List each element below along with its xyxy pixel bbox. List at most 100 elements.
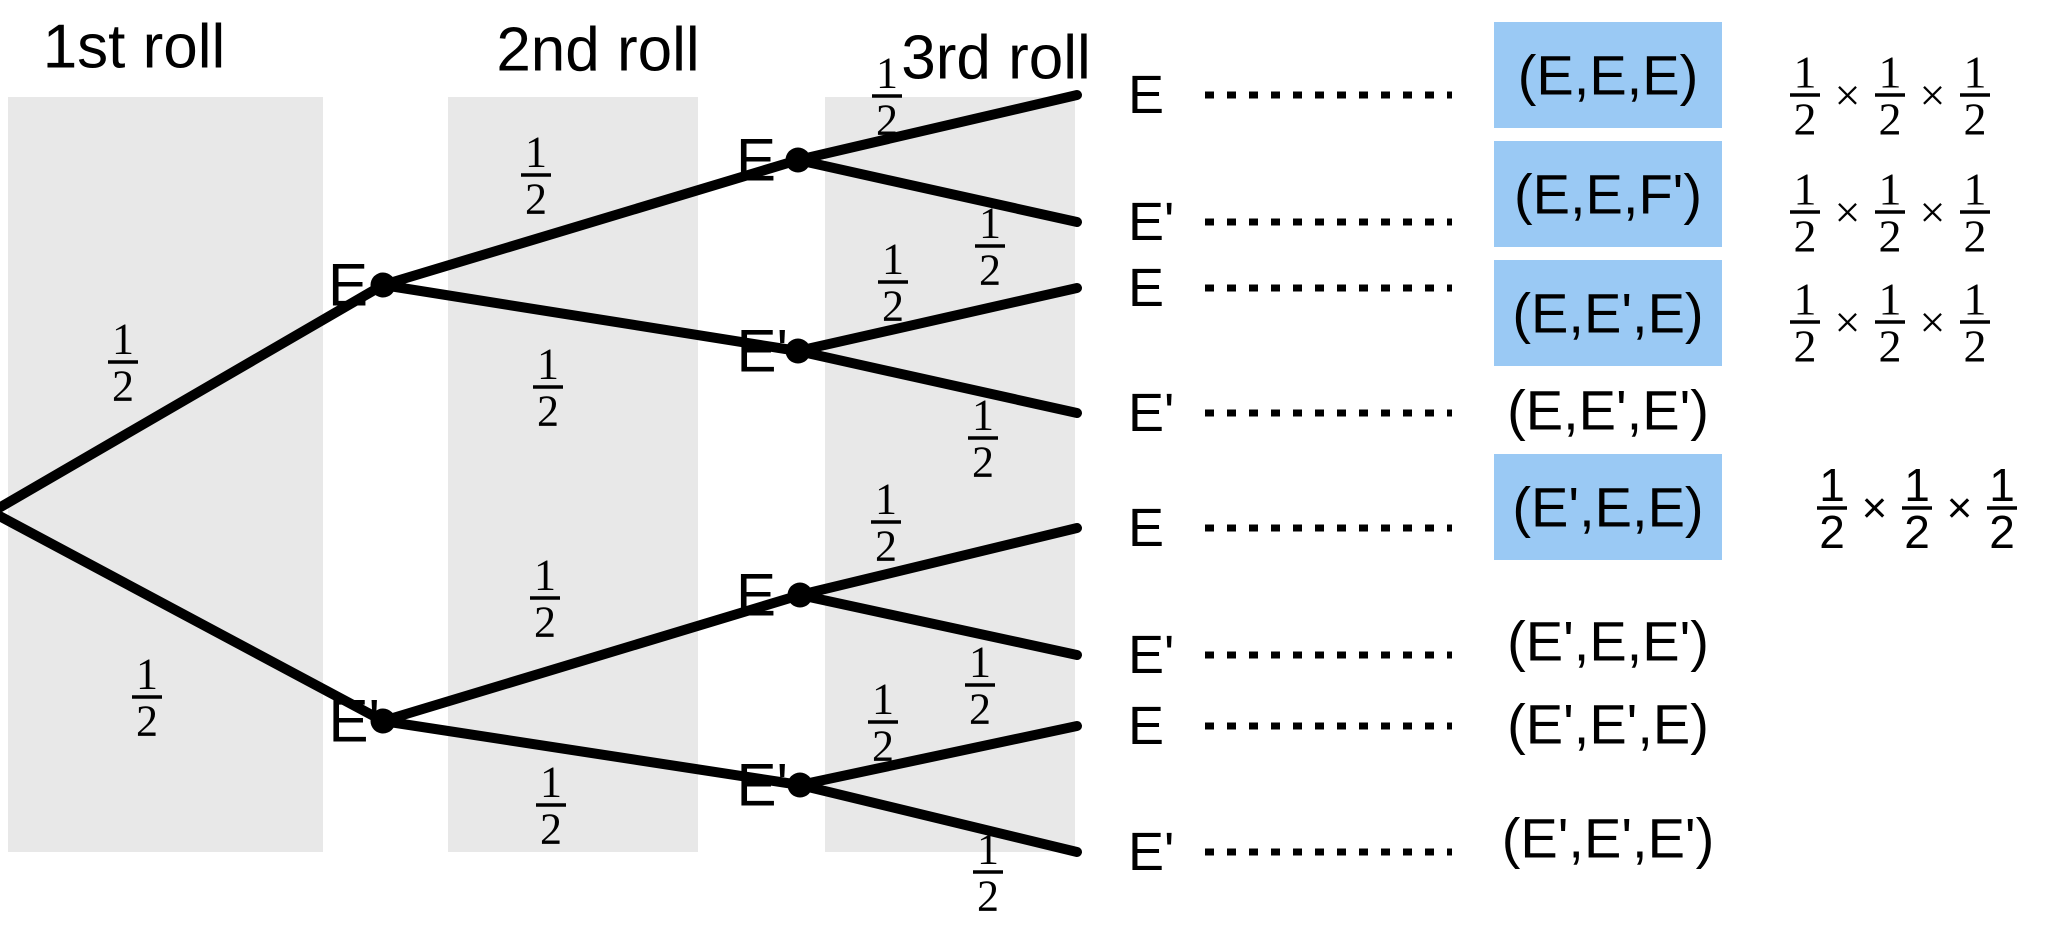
fraction-denominator: 2 xyxy=(969,685,991,734)
fraction-denominator: 2 xyxy=(1879,321,1902,372)
node-label-second-E: E xyxy=(736,562,776,629)
outcome-tuple: (E,E,F') xyxy=(1514,163,1702,226)
branch-probability-label: 12 xyxy=(108,315,138,411)
roll-column-bands xyxy=(8,97,1075,852)
fraction-denominator: 2 xyxy=(1964,94,1987,145)
fraction-denominator: 2 xyxy=(537,387,559,436)
branch-probability-label: 12 xyxy=(132,650,162,746)
fraction-denominator: 2 xyxy=(882,282,904,331)
fraction-denominator: 2 xyxy=(136,697,158,746)
fraction-denominator: 2 xyxy=(1794,94,1817,145)
fraction-numerator: 1 xyxy=(112,315,134,364)
fraction-denominator: 2 xyxy=(112,362,134,411)
fraction-denominator: 2 xyxy=(1879,94,1902,145)
header-2nd-roll: 2nd roll xyxy=(496,16,699,85)
branch-probability-label: 12 xyxy=(536,758,566,854)
multiplication-sign: × xyxy=(1920,70,1946,121)
tree-edge xyxy=(793,90,1082,165)
fraction-denominator: 2 xyxy=(1794,321,1817,372)
tree-edge xyxy=(378,590,805,726)
tree-edge xyxy=(378,155,803,290)
leaf-outcome-letter: E' xyxy=(1128,383,1174,443)
fraction-denominator: 2 xyxy=(872,722,894,771)
node-label-second-E: E xyxy=(736,127,776,194)
fraction-numerator: 1 xyxy=(1964,274,1987,325)
fraction-numerator: 1 xyxy=(969,638,991,687)
one-half-fraction: 12 xyxy=(1902,459,1932,558)
tree-node-dot xyxy=(785,147,811,173)
fraction-numerator: 1 xyxy=(1964,47,1987,98)
fraction-numerator: 1 xyxy=(1879,164,1902,215)
one-half-fraction: 12 xyxy=(1875,47,1905,145)
node-label-first-E: E xyxy=(328,252,368,319)
outcome-tuple: (E,E',E) xyxy=(1512,282,1703,345)
leaf-outcome-letter: E' xyxy=(1128,192,1174,252)
fraction-denominator: 2 xyxy=(875,522,897,571)
leaf-outcome-letter: E' xyxy=(1128,822,1174,882)
fraction-denominator: 2 xyxy=(979,246,1001,295)
roll-band-3 xyxy=(825,97,1075,852)
fraction-numerator: 1 xyxy=(872,675,894,724)
fraction-denominator: 2 xyxy=(1879,211,1902,262)
highlight-box xyxy=(1494,260,1722,366)
fraction-denominator: 2 xyxy=(534,598,556,647)
fraction-numerator: 1 xyxy=(1879,274,1902,325)
tree-edge xyxy=(378,716,805,790)
fraction-denominator: 2 xyxy=(1819,506,1845,558)
tree-node-dot xyxy=(370,708,396,734)
fraction-numerator: 1 xyxy=(1794,47,1817,98)
one-half-fraction: 12 xyxy=(1960,164,1990,262)
node-label-second-Eprime: E' xyxy=(737,752,788,819)
fraction-numerator: 1 xyxy=(979,199,1001,248)
leaf-outcome-letter: E' xyxy=(1128,625,1174,685)
one-half-fraction: 12 xyxy=(1790,47,1820,145)
outcome-tuple: (E',E,E') xyxy=(1507,610,1709,673)
outcome-tuple: (E',E',E') xyxy=(1502,807,1715,870)
multiplication-sign: × xyxy=(1920,297,1946,348)
multiplication-sign: × xyxy=(1920,187,1946,238)
branch-probability-label: 12 xyxy=(973,825,1003,921)
fraction-denominator: 2 xyxy=(876,96,898,145)
fraction-numerator: 1 xyxy=(1819,459,1845,511)
tree-edge xyxy=(795,780,1082,857)
highlight-box xyxy=(1494,141,1722,247)
fraction-numerator: 1 xyxy=(534,551,556,600)
one-half-fraction: 12 xyxy=(1987,459,2017,558)
fraction-numerator: 1 xyxy=(1794,274,1817,325)
tree-edges xyxy=(0,90,1082,857)
outcome-tuple: (E,E,E) xyxy=(1518,44,1698,107)
fraction-numerator: 1 xyxy=(1989,459,2015,511)
fraction-denominator: 2 xyxy=(1794,211,1817,262)
fraction-denominator: 2 xyxy=(1904,506,1930,558)
tree-edge xyxy=(795,721,1082,790)
branch-probability-label: 12 xyxy=(868,675,898,771)
leaf-outcome-letter: E xyxy=(1128,65,1164,125)
node-label-second-Eprime: E' xyxy=(737,318,788,385)
fraction-numerator: 1 xyxy=(882,235,904,284)
column-headers: 1st roll 2nd roll 3rd roll xyxy=(43,13,1091,93)
fraction-denominator: 2 xyxy=(540,805,562,854)
branch-probability-label: 12 xyxy=(871,475,901,571)
fraction-numerator: 1 xyxy=(537,340,559,389)
tree-edge xyxy=(795,590,1082,660)
outcome-tuple: (E,E',E') xyxy=(1507,379,1709,442)
fraction-numerator: 1 xyxy=(972,391,994,440)
tree-edge xyxy=(378,280,803,356)
fraction-denominator: 2 xyxy=(1989,506,2015,558)
one-half-fraction: 12 xyxy=(1790,164,1820,262)
fraction-numerator: 1 xyxy=(136,650,158,699)
fraction-numerator: 1 xyxy=(540,758,562,807)
multiplication-sign: × xyxy=(1835,187,1861,238)
leaf-outcome-letter: E xyxy=(1128,696,1164,756)
one-half-fraction: 12 xyxy=(1960,47,1990,145)
outcome-tuple: (E',E',E) xyxy=(1507,693,1709,756)
header-1st-roll: 1st roll xyxy=(43,13,226,82)
branch-probability-label: 12 xyxy=(878,235,908,331)
tree-node-labels: EE'EE'EE' xyxy=(328,127,788,819)
branch-probability-label: 12 xyxy=(968,391,998,487)
multiplication-sign: × xyxy=(1835,70,1861,121)
